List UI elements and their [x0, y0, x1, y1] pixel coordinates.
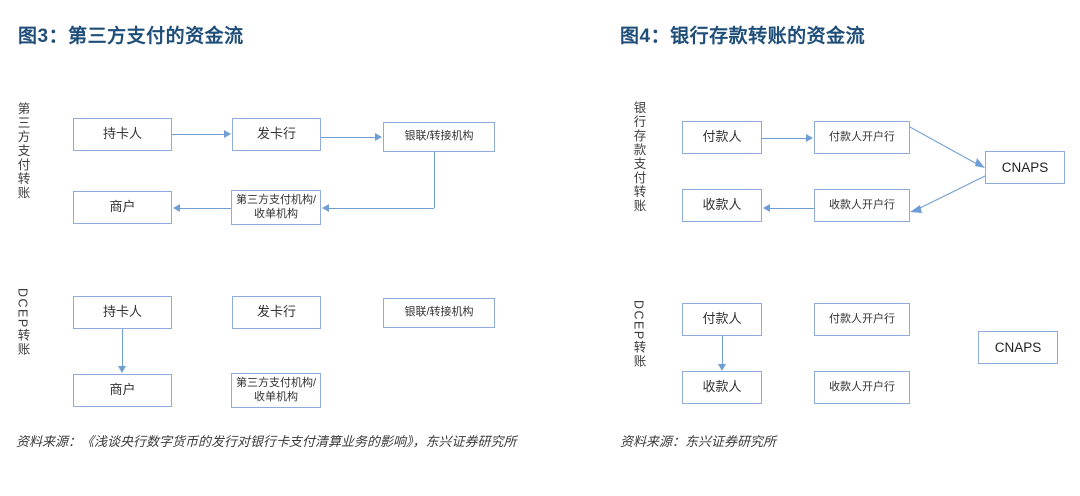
node-merchant-row1: 商户 — [73, 191, 172, 224]
node-payee-bank-row1: 收款人开户行 — [814, 189, 910, 222]
connector-unionpay-to-third-party — [329, 208, 434, 209]
node-third-party-payment-row2: 第三方支付机构/收单机构 — [231, 373, 321, 408]
arrowhead-to-unionpay — [375, 133, 382, 141]
figure-3-title: 图3：第三方支付的资金流 — [18, 26, 244, 47]
connector-diagonals-cnaps — [909, 126, 986, 213]
node-payee-row2: 收款人 — [682, 371, 762, 404]
connector-payer-to-payer-bank — [762, 138, 806, 139]
arrowhead-to-merchant — [173, 204, 180, 212]
figure-4-source: 资料来源：东兴证券研究所 — [620, 434, 777, 449]
connector-issuing-bank-to-unionpay — [321, 137, 375, 138]
node-issuing-bank-row2: 发卡行 — [232, 296, 321, 329]
panel-divider — [606, 0, 607, 496]
row-label-third-party-transfer: 第三方支付转账 — [15, 102, 30, 200]
figure-4-title: 图4：银行存款转账的资金流 — [620, 26, 866, 47]
arrowhead-to-issuing-bank — [224, 130, 231, 138]
figure-3-source: 资料来源：《浅谈央行数字货币的发行对银行卡支付清算业务的影响》，东兴证券研究所 — [16, 434, 517, 449]
connector-cnaps-to-payee-bank — [917, 175, 986, 210]
connector-payer-bank-to-cnaps — [909, 126, 978, 165]
figure-4-panel: 图4：银行存款转账的资金流 银行存款支付转账 付款人 付款人开户行 CNAPS … — [606, 0, 1080, 496]
node-payee-row1: 收款人 — [682, 189, 762, 222]
node-payer-row2: 付款人 — [682, 303, 762, 336]
node-payer-bank-row2: 付款人开户行 — [814, 303, 910, 336]
connector-cardholder-to-issuing-bank — [172, 134, 224, 135]
row-label-dcep-transfer: DCEP转账 — [15, 288, 30, 357]
arrowhead-to-payer-bank — [806, 134, 813, 142]
node-cnaps-row1: CNAPS — [985, 151, 1065, 184]
arrowhead-to-cnaps — [975, 158, 985, 168]
arrowhead-to-payee-bank — [910, 205, 922, 213]
node-third-party-payment-row1: 第三方支付机构/收单机构 — [231, 190, 321, 225]
node-unionpay-switch-row2: 银联/转接机构 — [383, 298, 495, 328]
arrowhead-to-payee-dcep — [718, 364, 726, 371]
connector-payer-to-payee-dcep — [722, 336, 723, 368]
node-cnaps-row2: CNAPS — [978, 331, 1058, 364]
connector-payee-bank-to-payee — [770, 208, 814, 209]
node-issuing-bank-row1: 发卡行 — [232, 118, 321, 151]
node-payer-bank-row1: 付款人开户行 — [814, 121, 910, 154]
arrowhead-to-payee — [763, 204, 770, 212]
figure-3-panel: 图3：第三方支付的资金流 第三方支付转账 持卡人 发卡行 银联/转接机构 第三方… — [15, 26, 517, 449]
node-merchant-row2: 商户 — [73, 374, 172, 407]
node-unionpay-switch-row1: 银联/转接机构 — [383, 122, 495, 152]
arrowhead-to-merchant-dcep — [118, 366, 126, 373]
node-cardholder-row2: 持卡人 — [73, 296, 172, 329]
row-label-dcep-transfer-right: DCEP转账 — [631, 300, 646, 369]
row-label-bank-deposit-transfer: 银行存款支付转账 — [631, 101, 646, 213]
node-cardholder-row1: 持卡人 — [73, 118, 172, 151]
connector-third-party-to-merchant — [180, 208, 231, 209]
connector-unionpay-down — [434, 152, 435, 208]
connector-cardholder-to-merchant-dcep — [122, 329, 123, 367]
node-payee-bank-row2: 收款人开户行 — [814, 371, 910, 404]
node-payer-row1: 付款人 — [682, 121, 762, 154]
arrowhead-to-third-party — [322, 204, 329, 212]
